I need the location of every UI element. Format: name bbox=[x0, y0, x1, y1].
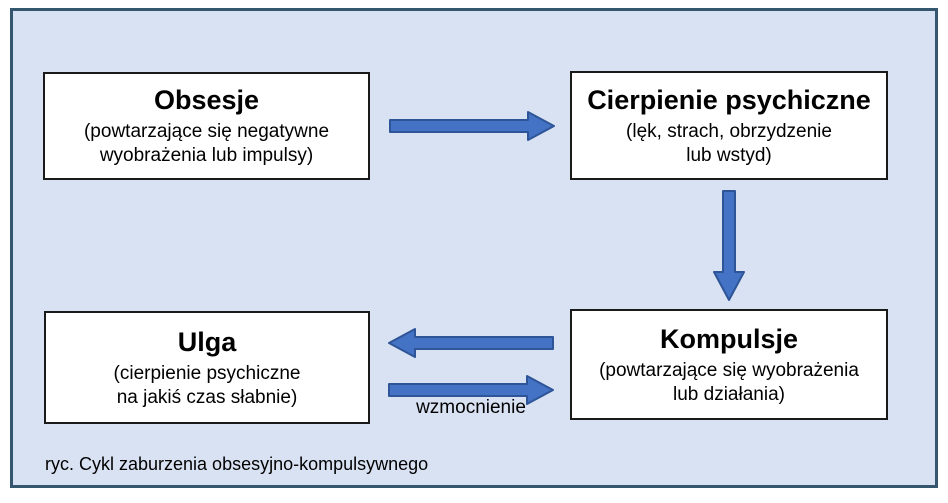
box-obsesje: Obsesje (powtarzające się negatywne wyob… bbox=[43, 72, 370, 180]
figure-caption: ryc. Cykl zaburzenia obsesyjno-kompulsyw… bbox=[45, 454, 429, 474]
box-kompulsje-subtitle-line1: (powtarzające się wyobrażenia bbox=[599, 359, 859, 381]
arrow-down-icon bbox=[713, 190, 745, 301]
box-ulga-subtitle-line1: (cierpienie psychiczne bbox=[113, 362, 301, 384]
reinforcement-arrow-label: wzmocnienie bbox=[416, 397, 526, 418]
box-ulga-title: Ulga bbox=[177, 326, 237, 357]
box-ulga-subtitle-line2: na jakiś czas słabnie) bbox=[116, 386, 298, 408]
box-ulga: Ulga (cierpienie psychiczne na jakiś cza… bbox=[44, 311, 370, 424]
box-kompulsje-title: Kompulsje bbox=[659, 323, 799, 354]
arrow-ulga-to-kompulsje-icon bbox=[388, 375, 554, 405]
arrow-cierpienie-to-kompulsje-icon bbox=[713, 190, 745, 301]
arrow-kompulsje-to-ulga-icon bbox=[388, 328, 554, 358]
box-cierpienie-psychiczne: Cierpienie psychiczne (lęk, strach, obrz… bbox=[570, 71, 888, 180]
arrow-obsesje-to-cierpienie-icon bbox=[389, 111, 555, 141]
box-kompulsje-subtitle-line2: lub działania) bbox=[673, 383, 785, 405]
box-obsesje-subtitle-line1: (powtarzające się negatywne bbox=[83, 121, 330, 142]
box-cierpienie-subtitle-line1: (lęk, strach, obrzydzenie bbox=[626, 120, 832, 142]
box-kompulsje: Kompulsje (powtarzające się wyobrażenia … bbox=[570, 309, 888, 420]
box-obsesje-title: Obsesje bbox=[153, 85, 260, 115]
arrow-left-icon bbox=[388, 328, 554, 358]
box-cierpienie-title: Cierpienie psychiczne bbox=[587, 84, 871, 115]
box-cierpienie-subtitle-line2: lub wstyd) bbox=[686, 144, 772, 166]
arrow-right-icon bbox=[389, 111, 555, 141]
box-obsesje-subtitle-line2: wyobrażenia lub impulsy) bbox=[99, 145, 314, 166]
arrow-right-icon bbox=[388, 375, 554, 405]
